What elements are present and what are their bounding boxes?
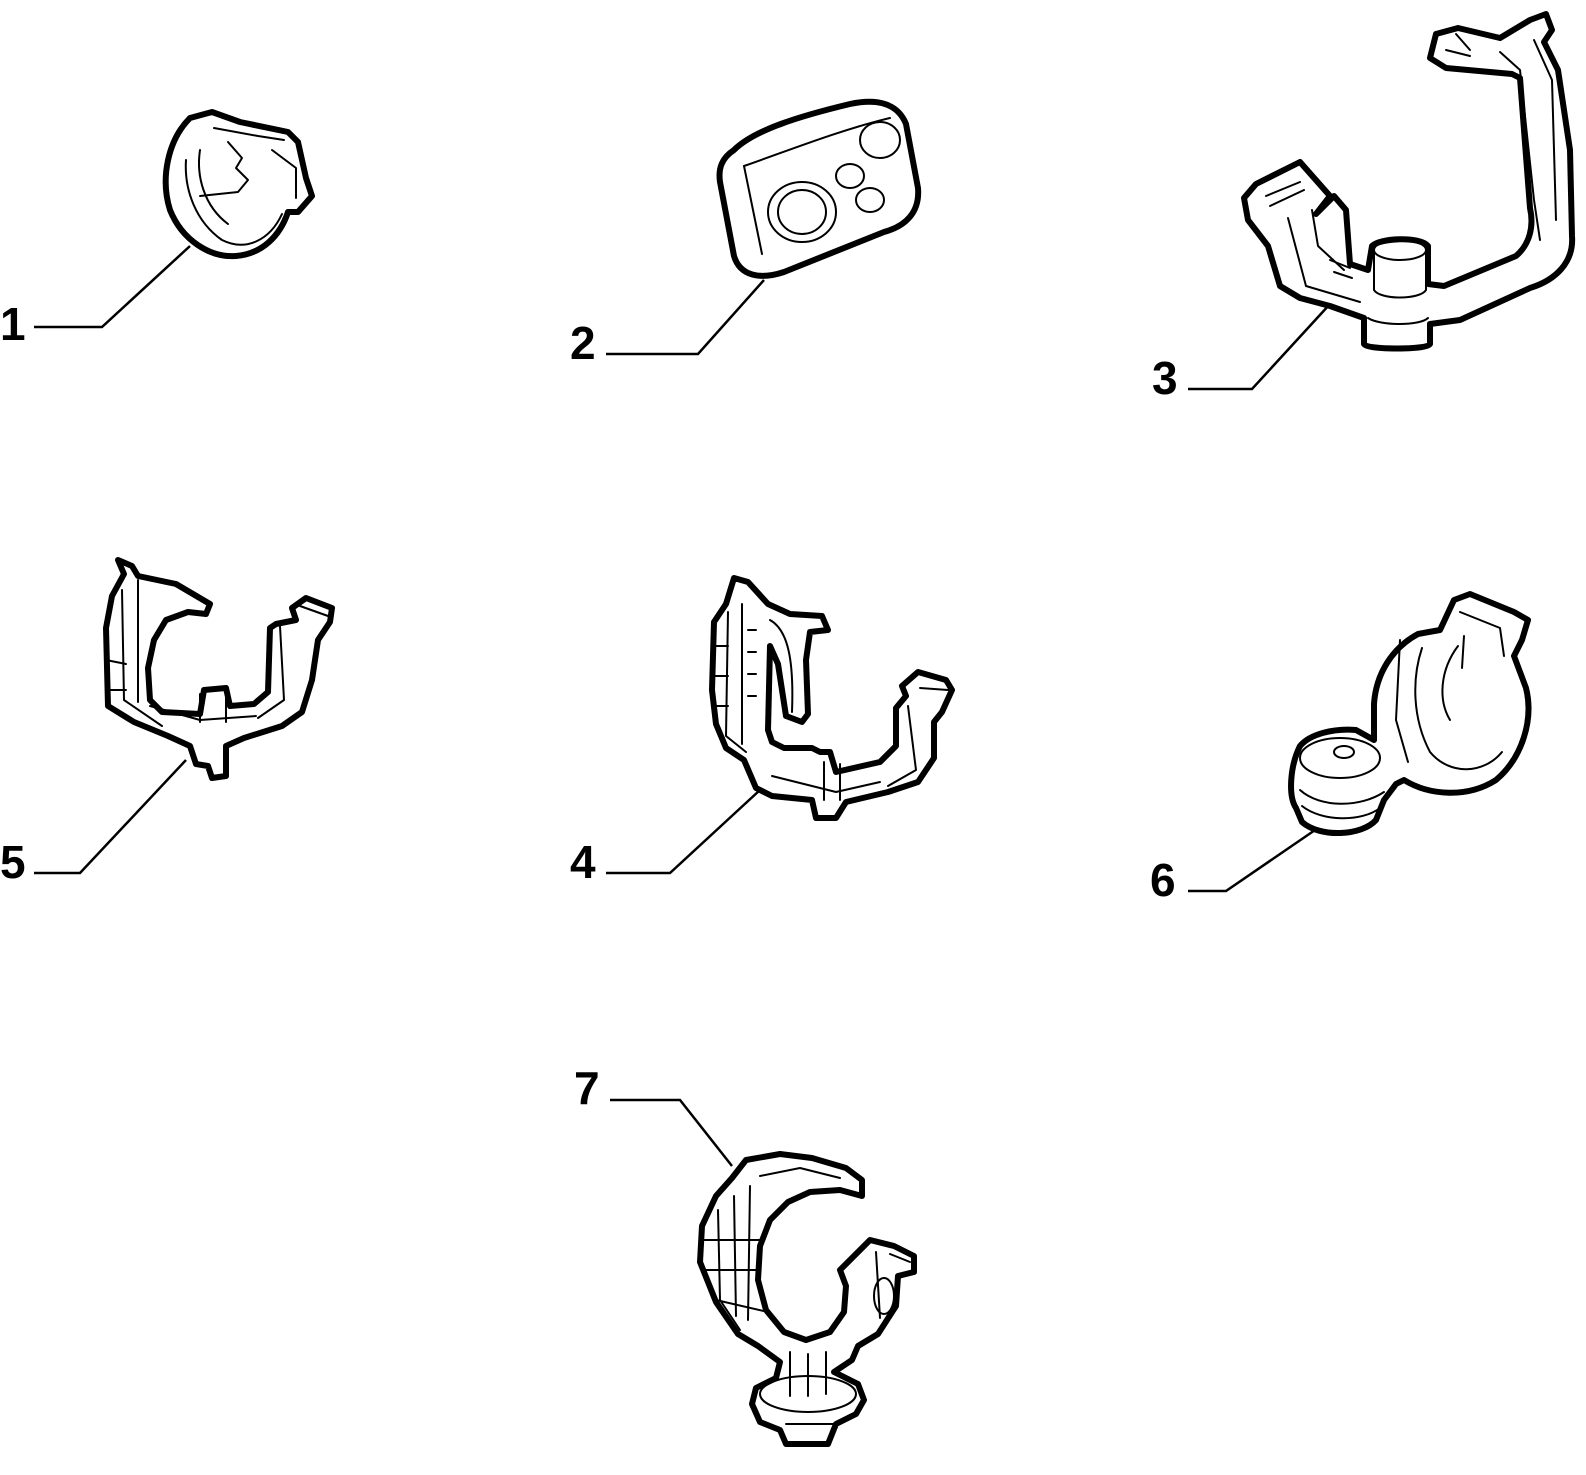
callout-3: 3 <box>1152 303 1331 404</box>
callout-3-label: 3 <box>1152 352 1178 404</box>
callout-1: 1 <box>0 245 191 350</box>
part-5-u-clip[interactable] <box>103 557 335 781</box>
callout-6: 6 <box>1150 826 1319 906</box>
part-3-bracket[interactable] <box>1241 11 1576 352</box>
callout-1-label: 1 <box>0 298 26 350</box>
callout-7-label: 7 <box>574 1062 600 1114</box>
part-7-c-clip[interactable] <box>697 1151 917 1447</box>
callout-5-label: 5 <box>0 836 26 888</box>
callout-2-label: 2 <box>570 317 596 369</box>
part-2-grommet-plate[interactable] <box>716 98 922 279</box>
callout-4-label: 4 <box>570 836 596 888</box>
callout-4: 4 <box>570 789 761 888</box>
callout-5: 5 <box>0 759 187 888</box>
part-1-ring-clip[interactable] <box>162 109 315 260</box>
callout-2: 2 <box>570 279 765 369</box>
part-4-tall-u-clip[interactable] <box>709 575 955 821</box>
callout-6-label: 6 <box>1150 854 1176 906</box>
part-6-spool-clip[interactable] <box>1288 591 1532 836</box>
callout-7: 7 <box>574 1062 733 1167</box>
